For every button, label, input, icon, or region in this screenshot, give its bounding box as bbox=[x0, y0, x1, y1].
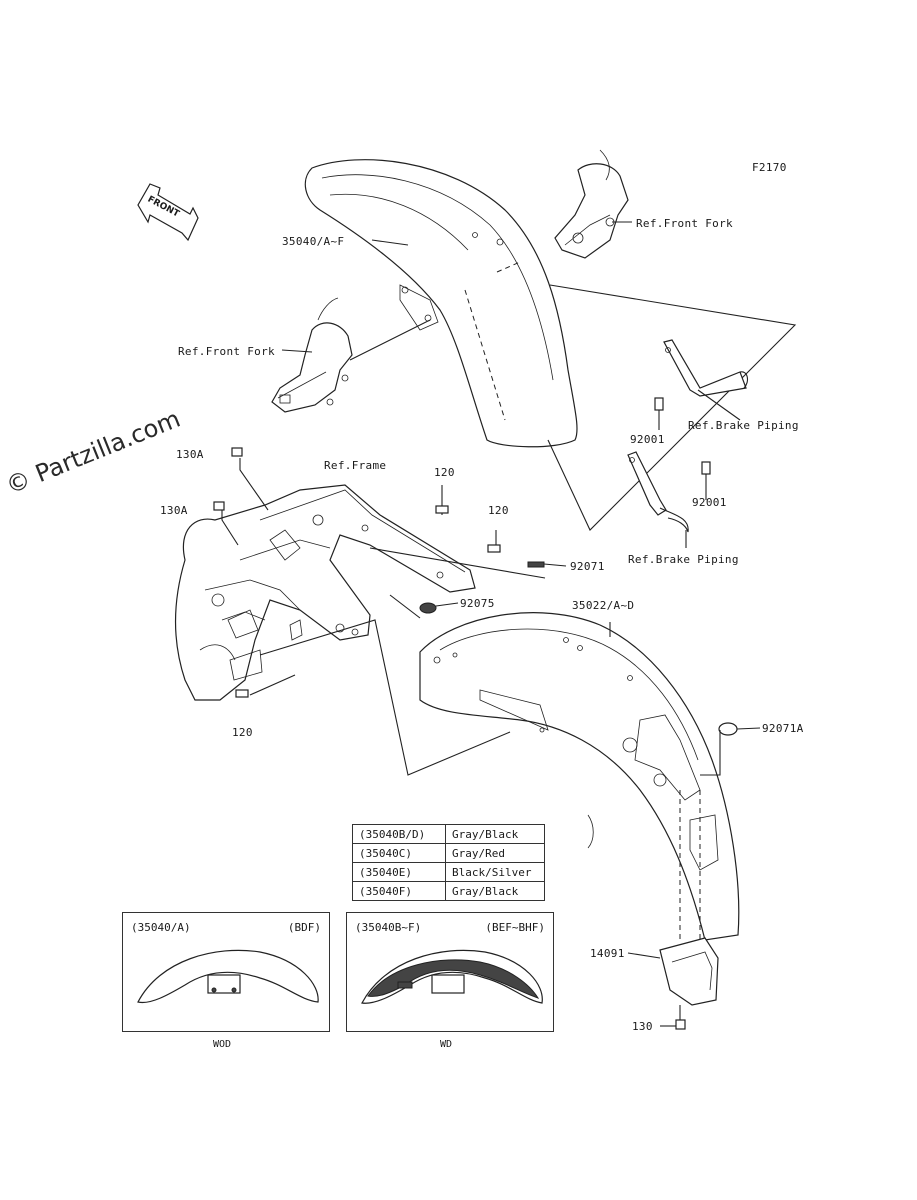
brake-clamp-top-drawing bbox=[654, 339, 749, 430]
front-fender-drawing bbox=[304, 159, 578, 448]
inset-box-wd: (35040B~F) (BEF~BHF) bbox=[346, 912, 554, 1032]
label-92071a: 92071A bbox=[762, 722, 804, 735]
inset-box-wod: (35040/A) (BDF) bbox=[122, 912, 330, 1032]
rear-fender-drawing bbox=[419, 612, 740, 941]
front-arrow-drawing bbox=[137, 183, 199, 242]
label-ref-brake-piping-bottom: Ref.Brake Piping bbox=[628, 553, 739, 566]
label-92001-bottom: 92001 bbox=[692, 496, 727, 509]
inset-right-caption: WD bbox=[440, 1039, 453, 1050]
color-table-code: (35040B/D) bbox=[352, 824, 446, 844]
label-92075: 92075 bbox=[460, 597, 495, 610]
color-code-table: (35040B/D) Gray/Black (35040C) Gray/Red … bbox=[352, 824, 545, 901]
rear-flap-drawing bbox=[627, 937, 719, 1030]
table-row: (35040B/D) Gray/Black bbox=[352, 824, 545, 844]
inset-left-variant: (BDF) bbox=[287, 921, 321, 934]
label-92071: 92071 bbox=[570, 560, 605, 573]
color-table-code: (35040C) bbox=[352, 843, 446, 863]
label-35022-ad: 35022/A~D bbox=[572, 599, 635, 612]
front-fork-left-drawing bbox=[271, 297, 431, 413]
front-indicator: FRONT bbox=[140, 178, 194, 242]
label-120-bottom: 120 bbox=[232, 726, 253, 739]
inset-left-caption: WOD bbox=[213, 1039, 232, 1050]
color-table-color: Gray/Black bbox=[445, 824, 545, 844]
label-120-mid: 120 bbox=[488, 504, 509, 517]
table-row: (35040E) Black/Silver bbox=[352, 862, 545, 882]
label-14091: 14091 bbox=[590, 947, 625, 960]
label-130a-bottom: 130A bbox=[160, 504, 188, 517]
front-label: FRONT bbox=[145, 194, 181, 220]
label-130: 130 bbox=[632, 1020, 653, 1033]
brake-clamp-bottom-drawing bbox=[627, 451, 711, 548]
inset-left-part: (35040/A) bbox=[131, 921, 191, 934]
label-ref-front-fork-left: Ref.Front Fork bbox=[178, 345, 275, 358]
label-ref-brake-piping-top: Ref.Brake Piping bbox=[688, 419, 799, 432]
color-table-color: Gray/Red bbox=[445, 843, 545, 863]
inset-left-fender-drawing bbox=[137, 949, 319, 1004]
table-row: (35040F) Gray/Black bbox=[352, 881, 545, 901]
label-92001-top: 92001 bbox=[630, 433, 665, 446]
label-130a-top: 130A bbox=[176, 448, 204, 461]
front-fork-right-drawing bbox=[554, 149, 632, 259]
hardware-drawing bbox=[213, 447, 761, 736]
label-ref-front-fork-right: Ref.Front Fork bbox=[636, 217, 733, 230]
inset-right-part: (35040B~F) bbox=[355, 921, 422, 934]
label-35040-af: 35040/A~F bbox=[282, 235, 345, 248]
color-table-code: (35040E) bbox=[352, 862, 446, 882]
color-table-color: Black/Silver bbox=[445, 862, 545, 882]
label-120-top: 120 bbox=[434, 466, 455, 479]
diagram-code: F2170 bbox=[752, 161, 787, 174]
table-row: (35040C) Gray/Red bbox=[352, 843, 545, 863]
inset-right-variant: (BEF~BHF) bbox=[485, 921, 545, 934]
color-table-code: (35040F) bbox=[352, 881, 446, 901]
frame-drawing bbox=[174, 458, 546, 776]
inset-right-fender-drawing bbox=[361, 949, 543, 1004]
color-table-color: Gray/Black bbox=[445, 881, 545, 901]
label-ref-frame: Ref.Frame bbox=[324, 459, 387, 472]
